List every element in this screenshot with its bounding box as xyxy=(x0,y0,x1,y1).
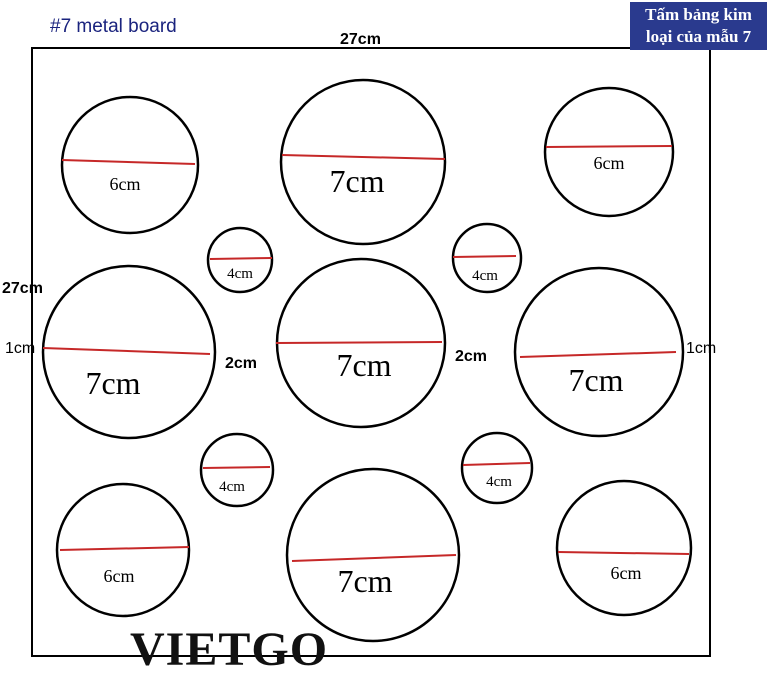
diameter-label: 7cm xyxy=(329,163,384,199)
circle-outline xyxy=(451,222,523,294)
circle-cutout: 4cm xyxy=(206,226,274,294)
diameter-line xyxy=(557,551,690,555)
diameter-line xyxy=(281,154,446,160)
diameter-label: 7cm xyxy=(337,563,392,599)
circle-cutout: 6cm xyxy=(555,479,693,617)
badge-line-2: loại của mẫu 7 xyxy=(645,27,752,46)
circle-cutout: 7cm xyxy=(41,264,217,440)
diameter-line xyxy=(462,462,531,466)
circle-outline xyxy=(285,467,461,643)
diameter-label: 4cm xyxy=(486,474,512,490)
diameter-label: 6cm xyxy=(104,566,135,586)
circle-outline xyxy=(543,86,675,218)
circle-cutout: 7cm xyxy=(279,78,447,246)
diameter-label: 4cm xyxy=(227,266,253,282)
board-caption: #7 metal board xyxy=(50,16,177,37)
diameter-label: 7cm xyxy=(85,365,140,401)
circle-outline xyxy=(513,266,685,438)
circle-cutout: 6cm xyxy=(55,482,191,618)
vietgo-logo: VIETGO xyxy=(130,623,329,676)
diameter-line xyxy=(42,347,211,355)
diameter-line xyxy=(545,145,673,148)
diameter-label: 6cm xyxy=(594,153,625,173)
vietnamese-title-badge: Tấm bảng kim loại của mẫu 7 xyxy=(630,2,767,50)
left-gap-label: 2cm xyxy=(225,355,257,372)
circle-cutout: 7cm xyxy=(275,257,447,429)
circles-layer: 6cm 7cm 6cm 4cm 4cm 7cm 7cm 7cm 4cm 4cm 6cm 7cm 6cm xyxy=(41,78,693,643)
diameter-line xyxy=(275,341,443,344)
diameter-label: 7cm xyxy=(568,362,623,398)
diameter-line xyxy=(59,546,190,551)
diameter-line xyxy=(291,554,457,562)
circle-cutout: 7cm xyxy=(513,266,685,438)
diameter-line xyxy=(519,351,677,358)
circle-cutout: 6cm xyxy=(543,86,675,218)
diameter-label: 7cm xyxy=(336,347,391,383)
diameter-label: 6cm xyxy=(611,563,642,583)
badge-line-1: Tấm bảng kim xyxy=(645,5,752,24)
left-margin-label: 1cm xyxy=(5,340,35,357)
diameter-label: 4cm xyxy=(472,268,498,284)
circle-outline xyxy=(41,264,217,440)
diameter-line xyxy=(452,255,517,258)
diameter-line xyxy=(61,159,196,165)
diameter-line xyxy=(209,257,273,260)
circle-outline xyxy=(206,226,274,294)
circle-cutout: 4cm xyxy=(451,222,523,294)
circle-outline xyxy=(60,95,200,235)
diameter-label: 4cm xyxy=(219,479,245,495)
board-height-label: 27cm xyxy=(2,280,43,297)
right-margin-label: 1cm xyxy=(686,340,716,357)
diameter-line xyxy=(202,466,271,469)
circle-outline xyxy=(55,482,191,618)
circle-outline xyxy=(460,431,534,505)
metal-board-outline xyxy=(31,47,711,657)
circle-outline xyxy=(279,78,447,246)
circle-outline xyxy=(555,479,693,617)
circle-cutout: 4cm xyxy=(460,431,534,505)
diameter-label: 6cm xyxy=(110,174,141,194)
circle-cutout: 7cm xyxy=(285,467,461,643)
right-gap-label: 2cm xyxy=(455,348,487,365)
circle-cutout: 4cm xyxy=(199,432,275,508)
circle-outline xyxy=(199,432,275,508)
circle-cutout: 6cm xyxy=(60,95,200,235)
board-width-label: 27cm xyxy=(340,31,381,48)
